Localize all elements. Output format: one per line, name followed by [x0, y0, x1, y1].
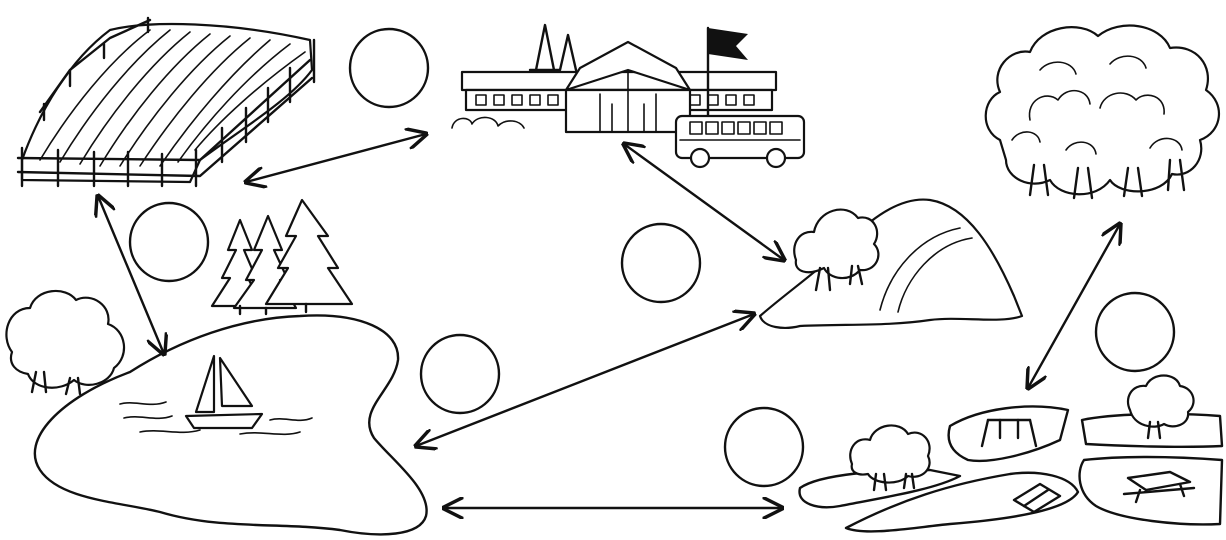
- answer-circle-lake-hill[interactable]: [421, 335, 499, 413]
- playground-park-icon: [800, 376, 1222, 532]
- plowed-field-icon: [18, 18, 314, 186]
- answer-circle-school-hill[interactable]: [622, 224, 700, 302]
- hill-icon: [760, 200, 1022, 328]
- answer-circle-forest-park[interactable]: [1096, 293, 1174, 371]
- lake-with-sailboat-icon: [6, 291, 426, 534]
- pine-trees-icon: [212, 200, 352, 314]
- forest-icon: [986, 26, 1219, 198]
- answer-circle-farm-school[interactable]: [350, 29, 428, 107]
- arrow-lake-hill: [416, 314, 754, 446]
- answer-circle-lake-park[interactable]: [725, 408, 803, 486]
- arrow-farm-school: [246, 134, 426, 182]
- answer-circle-farm-lake[interactable]: [130, 203, 208, 281]
